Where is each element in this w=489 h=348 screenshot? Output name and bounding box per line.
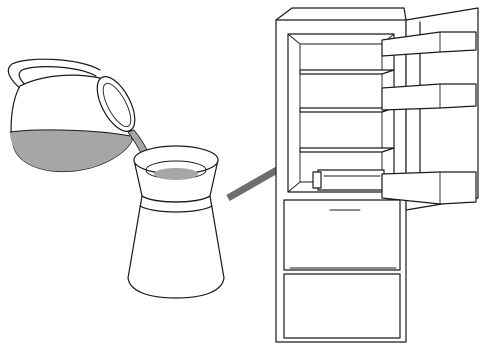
water-tank bbox=[318, 170, 384, 190]
fridge-top bbox=[276, 8, 406, 20]
pitcher-water bbox=[10, 130, 132, 171]
fridge-shelf-3 bbox=[300, 148, 394, 152]
fridge-shelf-1 bbox=[300, 70, 394, 74]
refrigerator-icon bbox=[276, 8, 478, 342]
fridge-drawer-lower bbox=[284, 274, 400, 338]
container-water bbox=[154, 168, 198, 180]
door-bin-2 bbox=[382, 84, 476, 110]
water-tank-cap bbox=[313, 172, 321, 188]
door-bin-3 bbox=[382, 172, 476, 204]
fridge-drawer-upper bbox=[284, 200, 400, 270]
fridge-shelf-2 bbox=[300, 108, 394, 112]
container-body bbox=[128, 196, 224, 298]
container-icon bbox=[128, 146, 224, 298]
